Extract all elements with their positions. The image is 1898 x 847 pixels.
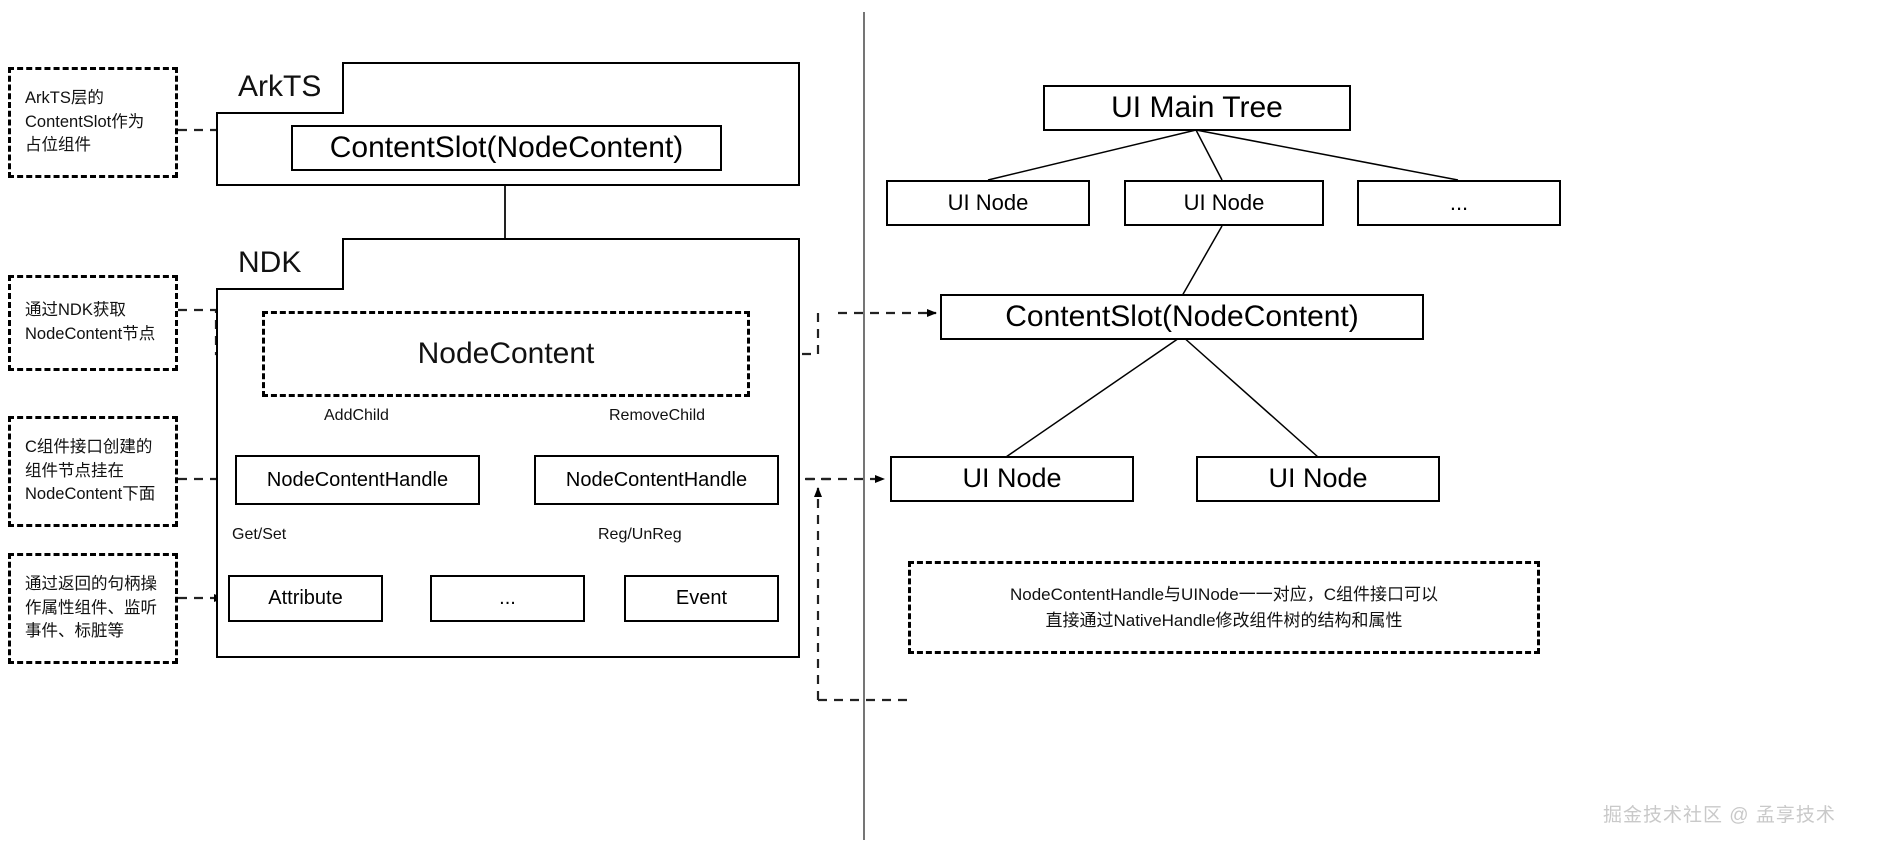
- note-nativehandle-mapping: NodeContentHandle与UINode一一对应，C组件接口可以 直接通…: [908, 561, 1540, 654]
- ndk-panel-title-label: NDK: [238, 246, 302, 279]
- nodecontenthandle-box-2[interactable]: NodeContentHandle: [534, 455, 779, 505]
- arkts-contentslot-box[interactable]: ContentSlot(NodeContent): [291, 125, 722, 171]
- note-c-handle-text: C组件接口创建的 组件节点挂在 NodeContent下面: [25, 437, 156, 504]
- arkts-panel-title-label: ArkTS: [238, 70, 322, 103]
- ui-node-label-l1-2: UI Node: [1183, 190, 1265, 216]
- ui-node-box-l3-2[interactable]: UI Node: [1196, 456, 1440, 502]
- note-c-handle: C组件接口创建的 组件节点挂在 NodeContent下面: [8, 416, 178, 527]
- note-attr-event-text: 通过返回的句柄操 作属性组件、监听 事件、标脏等: [25, 574, 157, 641]
- edge-label-addchild-text: AddChild: [324, 407, 389, 424]
- ndk-nodecontent-box[interactable]: NodeContent: [262, 311, 750, 397]
- edge-label-regunreg: Reg/UnReg: [598, 526, 682, 544]
- nodecontenthandle-label-2: NodeContentHandle: [565, 468, 748, 491]
- ui-node-box-l3-1[interactable]: UI Node: [890, 456, 1134, 502]
- edge-label-getset: Get/Set: [232, 526, 286, 544]
- ndk-panel-title: NDK: [216, 238, 344, 290]
- attribute-label: Attribute: [268, 587, 343, 609]
- arkts-panel-title: ArkTS: [216, 62, 344, 114]
- edge-label-regunreg-text: Reg/UnReg: [598, 526, 682, 543]
- note-attr-event: 通过返回的句柄操 作属性组件、监听 事件、标脏等: [8, 553, 178, 664]
- nodecontenthandle-box-1[interactable]: NodeContentHandle: [235, 455, 480, 505]
- edge-label-removechild: RemoveChild: [609, 407, 705, 425]
- ui-main-tree-box[interactable]: UI Main Tree: [1043, 85, 1351, 131]
- ui-node-box-l1-2[interactable]: UI Node: [1124, 180, 1324, 226]
- arkts-contentslot-label: ContentSlot(NodeContent): [329, 131, 684, 165]
- note-arkts-text: ArkTS层的 ContentSlot作为 占位组件: [25, 88, 145, 155]
- nodecontenthandle-label-1: NodeContentHandle: [266, 468, 449, 491]
- note-arkts-contentslot: ArkTS层的 ContentSlot作为 占位组件: [8, 67, 178, 178]
- watermark-text: 掘金技术社区 @ 孟享技术: [1603, 805, 1836, 826]
- event-label: Event: [675, 587, 728, 609]
- ui-node-label-l1-3: ...: [1449, 190, 1469, 216]
- attribute-box[interactable]: Attribute: [228, 575, 383, 622]
- ui-node-box-l1-1[interactable]: UI Node: [886, 180, 1090, 226]
- ui-node-box-l1-3[interactable]: ...: [1357, 180, 1561, 226]
- ui-node-label-l1-1: UI Node: [947, 190, 1029, 216]
- ui-contentslot-box[interactable]: ContentSlot(NodeContent): [940, 294, 1424, 340]
- event-box[interactable]: Event: [624, 575, 779, 622]
- watermark: 掘金技术社区 @ 孟享技术: [1603, 800, 1836, 827]
- ui-node-label-l3-1: UI Node: [962, 463, 1062, 494]
- ellipsis-box[interactable]: ...: [430, 575, 585, 622]
- edge-label-getset-text: Get/Set: [232, 526, 287, 543]
- edge-label-addchild: AddChild: [324, 407, 389, 425]
- ui-contentslot-label: ContentSlot(NodeContent): [1005, 300, 1359, 334]
- note-ndk-nodecontent: 通过NDK获取 NodeContent节点: [8, 275, 178, 371]
- ui-node-label-l3-2: UI Node: [1268, 463, 1368, 494]
- ndk-nodecontent-label: NodeContent: [417, 337, 595, 370]
- edge-label-removechild-text: RemoveChild: [609, 407, 706, 424]
- ui-main-tree-label: UI Main Tree: [1111, 91, 1283, 125]
- note-ndk-text: 通过NDK获取 NodeContent节点: [25, 301, 156, 343]
- ellipsis-label: ...: [499, 587, 516, 609]
- note-nativehandle-text: NodeContentHandle与UINode一一对应，C组件接口可以 直接通…: [1010, 585, 1438, 630]
